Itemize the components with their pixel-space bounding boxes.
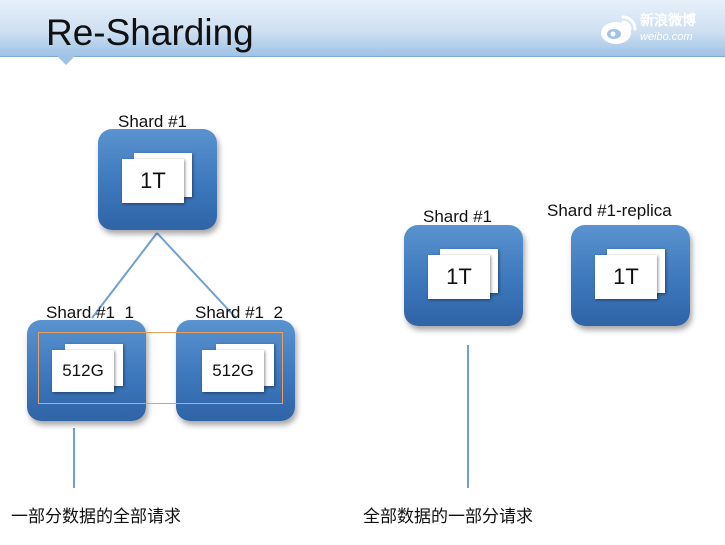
node-size-value: 1T: [140, 168, 166, 193]
header-notch: [57, 56, 75, 65]
caption-left: 一部分数据的全部请求: [11, 507, 181, 527]
node-label-shard1: Shard #1: [118, 112, 187, 131]
node-shard1-2: 512G: [176, 320, 295, 421]
node-size-value: 1T: [446, 264, 472, 289]
node-label-shard1-2: Shard #1_2: [195, 303, 283, 322]
node-shard1-replica: 1T: [571, 225, 690, 326]
node-label-primary: Shard #1: [423, 207, 492, 226]
card-front: 512G: [202, 350, 264, 392]
node-label-shard1-1: Shard #1_1: [46, 303, 134, 322]
highlight-box: [38, 332, 283, 404]
node-size-value: 512G: [62, 361, 104, 380]
caption-right: 全部数据的一部分请求: [363, 507, 533, 527]
connector-root-to-child1: [91, 232, 158, 319]
node-shard1: 1T: [98, 129, 217, 230]
card-front: 1T: [595, 255, 657, 299]
card-front: 512G: [52, 350, 114, 392]
node-size-value: 1T: [613, 264, 639, 289]
card-front: 1T: [428, 255, 490, 299]
slide-title: Re-Sharding: [46, 12, 254, 53]
connector-root-to-child2: [156, 232, 237, 319]
node-shard1-1: 512G: [27, 320, 146, 421]
card-front: 1T: [122, 159, 184, 203]
logo-text: 新浪微博: [640, 13, 696, 29]
node-label-replica: Shard #1-replica: [547, 201, 672, 220]
node-shard1-primary: 1T: [404, 225, 523, 326]
node-size-value: 512G: [212, 361, 254, 380]
logo-subtext: weibo.com: [640, 31, 693, 43]
weibo-logo-icon: [601, 15, 637, 44]
